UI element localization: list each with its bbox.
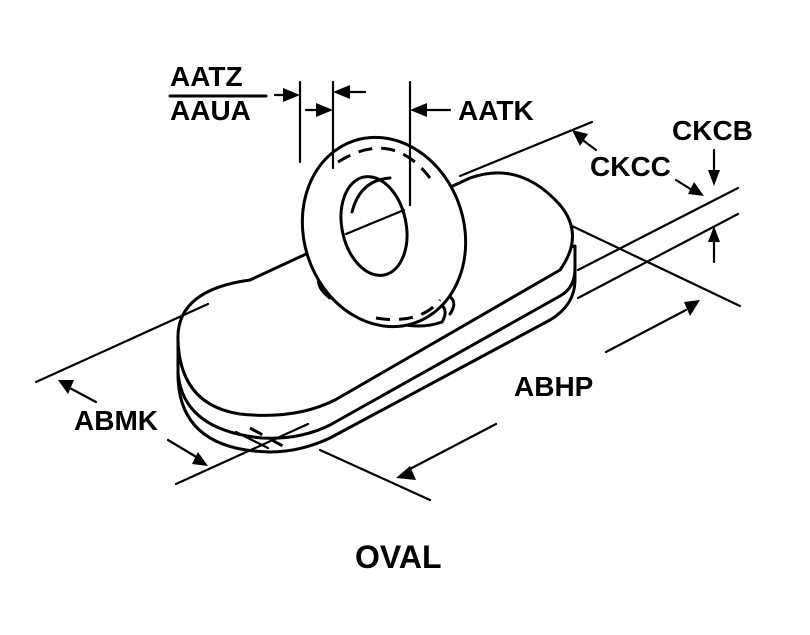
label-aaua: AAUA	[170, 95, 251, 126]
label-abhp: ABHP	[514, 371, 593, 402]
label-aatz: AATZ	[170, 61, 243, 92]
label-ckcc: CKCC	[590, 151, 671, 182]
caption-oval: OVAL	[355, 539, 442, 575]
label-abmk: ABMK	[74, 405, 158, 436]
label-ckcb: CKCB	[672, 115, 753, 146]
label-aatk: AATK	[458, 95, 534, 126]
eye-ring	[300, 135, 468, 329]
extension-lines	[34, 80, 742, 502]
dimension-arrows	[58, 85, 720, 480]
